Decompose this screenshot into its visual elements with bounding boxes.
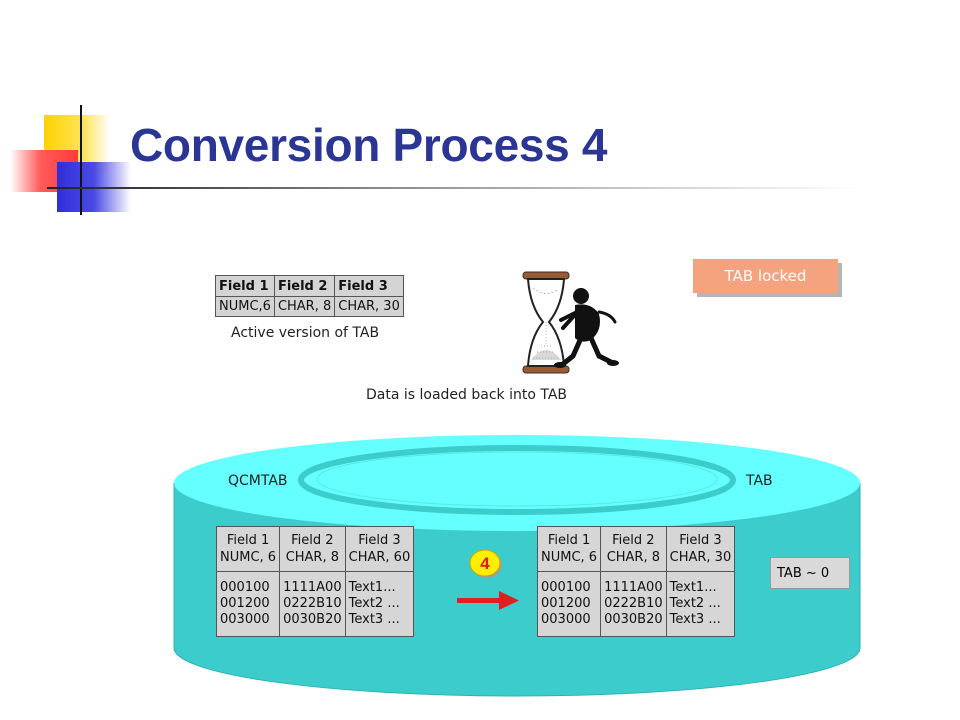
step-number-text: 4 — [480, 554, 490, 573]
decor-vertical-line — [80, 105, 82, 215]
pushing-person-icon — [554, 288, 619, 368]
qcmtab-col-3: Text1...Text2 ...Text3 ... — [344, 571, 415, 637]
arrow-right-icon — [457, 591, 519, 610]
tab-size-box: TAB ~ 0 — [770, 557, 850, 589]
hourglass-icon — [522, 271, 570, 374]
loading-caption: Data is loaded back into TAB — [366, 387, 568, 403]
tab-label: TAB — [746, 473, 773, 489]
step-number-badge: 4 — [469, 549, 502, 578]
active-version-caption: Active version of TAB — [231, 325, 380, 341]
slide-title: Conversion Process 4 — [130, 119, 608, 171]
tab-locked-badge: TAB locked — [693, 259, 838, 293]
tab-col-3: Text1...Text2 ...Text3 ... — [665, 571, 736, 637]
hourglass-person-figure — [522, 271, 619, 374]
active-type-field-2: CHAR, 8 — [273, 296, 336, 317]
qcmtab-label: QCMTAB — [228, 473, 288, 489]
active-version-table: Field 1 Field 2 Field 3 NUMC,6 CHAR, 8 C… — [215, 275, 404, 317]
active-type-field-3: CHAR, 30 — [334, 296, 404, 317]
title-underline — [47, 187, 860, 189]
active-header-field-3: Field 3 — [334, 275, 404, 297]
